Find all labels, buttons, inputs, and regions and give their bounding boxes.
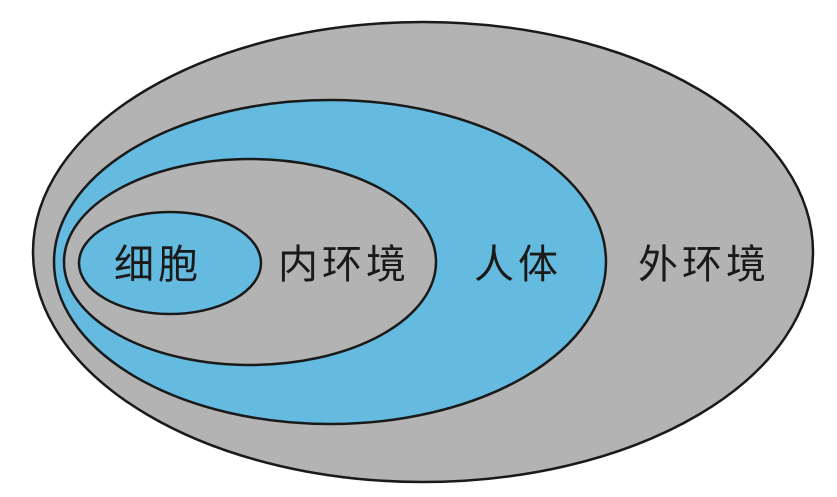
cell-label: 细胞 bbox=[114, 242, 202, 288]
internal-environment-label: 内环境 bbox=[278, 242, 410, 288]
outer-environment-label: 外环境 bbox=[638, 242, 770, 288]
human-body-label: 人体 bbox=[474, 242, 562, 288]
cell-ellipse bbox=[77, 210, 263, 316]
